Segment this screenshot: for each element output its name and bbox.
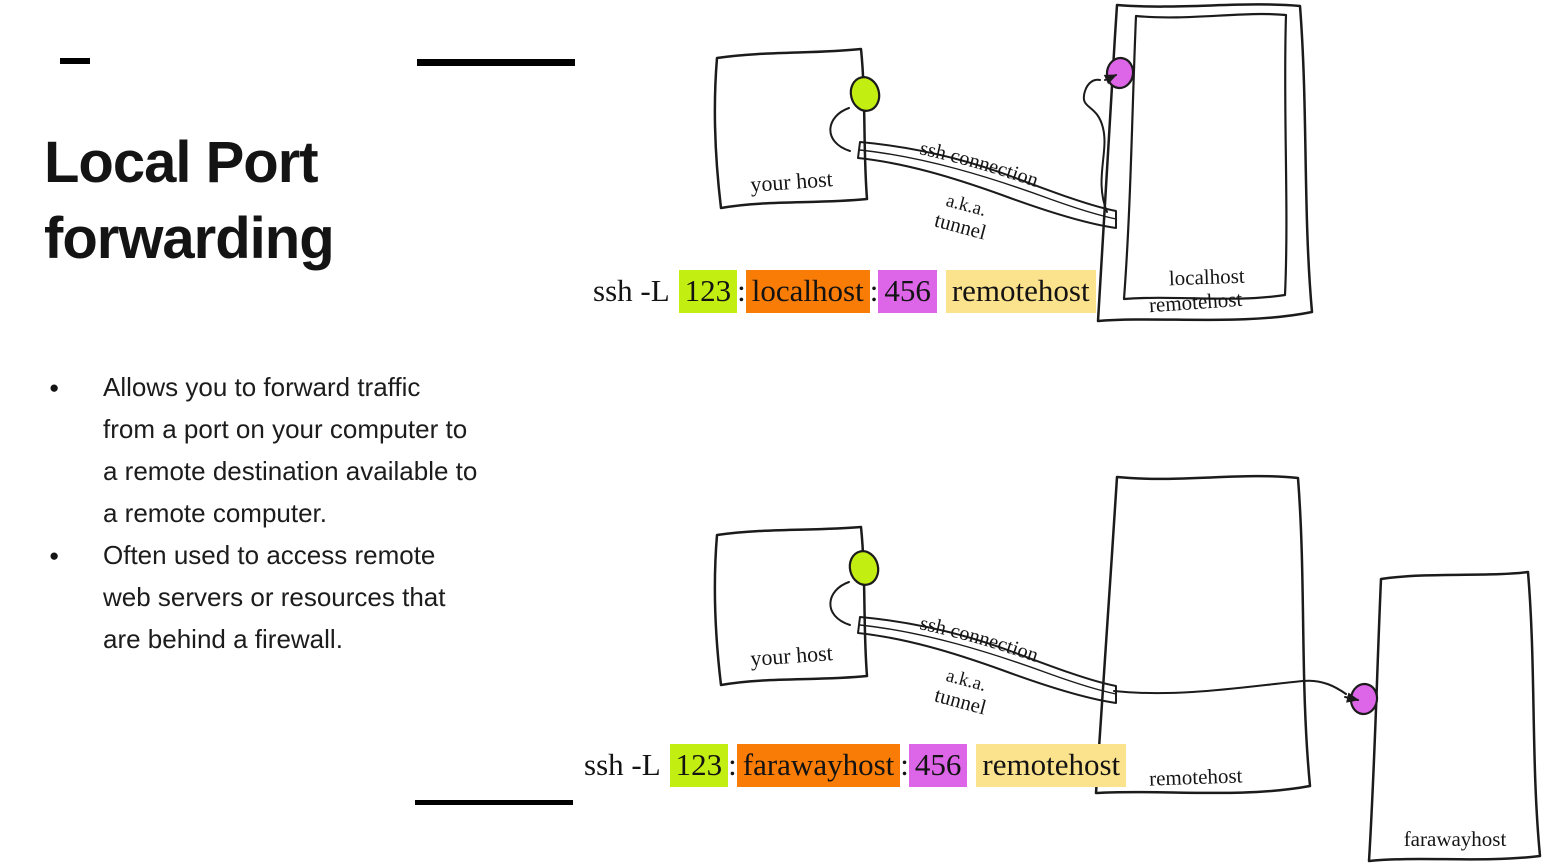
separator: : (728, 747, 737, 782)
bullet-list: Allows you to forward traffic from a por… (42, 366, 478, 660)
your-host-box-2 (713, 525, 869, 687)
separator: : (869, 273, 879, 308)
destination-host-value: localhost (745, 270, 870, 313)
destination-port-value: 456 (908, 744, 968, 787)
destination-port-value: 456 (878, 270, 937, 313)
destination-host-value: farawayhost (736, 744, 901, 787)
local-port-123-circle-2 (848, 550, 880, 586)
remote-port-456-circle (1105, 56, 1135, 90)
top-divider-line (417, 59, 575, 66)
port-pocket-arc-2 (829, 581, 851, 626)
tunnel-band-2 (857, 616, 1117, 704)
farawayhost-label: farawayhost (1404, 827, 1507, 851)
remote-host-value: remotehost (976, 744, 1127, 787)
separator: : (737, 273, 746, 308)
forward-arrow-2-tip (1344, 692, 1360, 703)
tunnel-inner-line-2 (859, 624, 1117, 695)
port-pocket-arc-1 (829, 107, 851, 152)
command-prefix: ssh -L (584, 747, 661, 782)
page-title: Local Port forwarding (44, 129, 335, 271)
command-prefix: ssh -L (593, 273, 670, 308)
your-host-label-1: your host (749, 166, 833, 197)
tunnel-top-label-2: ssh connection (918, 612, 1041, 666)
top-left-dash (60, 58, 90, 64)
localhost-label: localhost (1168, 264, 1245, 291)
your-host-label-2: your host (749, 640, 833, 671)
bullet-item: Often used to access remote web servers … (42, 534, 478, 660)
local-port-value: 123 (669, 744, 729, 787)
tunnel-band (857, 141, 1117, 229)
your-host-box-1 (713, 47, 869, 210)
remotehost-box (1096, 3, 1314, 323)
remote-host-value: remotehost (945, 270, 1096, 313)
diagram-local-forward: ssh connection a.k.a. tunnel localhost r… (713, 3, 1314, 323)
remotehost-label-2: remotehost (1149, 763, 1243, 790)
separator: : (900, 747, 909, 782)
localhost-box (1122, 12, 1288, 301)
forward-arrow-1-tip (1103, 74, 1118, 85)
farawayhost-box (1367, 570, 1542, 863)
local-port-value: 123 (678, 270, 738, 313)
forward-arrow-2 (1113, 679, 1347, 695)
diagram-faraway-forward: ssh connection a.k.a. tunnel remotehost … (713, 474, 1542, 863)
tunnel-top-label: ssh connection (918, 137, 1041, 191)
local-port-123-circle (849, 76, 881, 112)
forward-arrow-1 (1082, 78, 1108, 213)
bullet-item: Allows you to forward traffic from a por… (42, 366, 478, 534)
remotehost-label: remotehost (1148, 287, 1243, 317)
tunnel-inner-line (859, 149, 1117, 220)
bottom-divider-line (415, 800, 573, 805)
remotehost-box-2 (1094, 474, 1312, 795)
